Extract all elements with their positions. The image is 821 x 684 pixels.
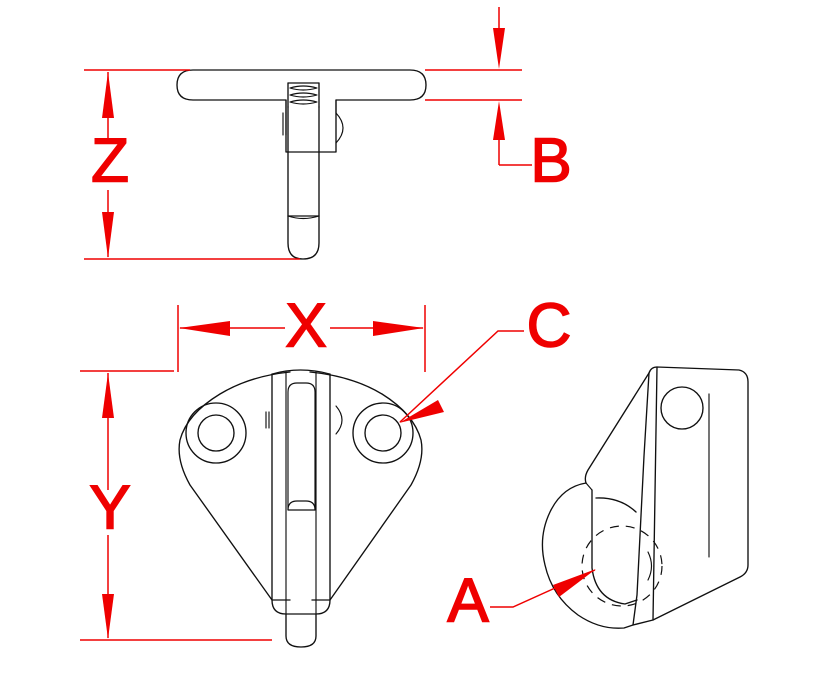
front-view-geometry (178, 369, 423, 648)
right-detail-boss (335, 405, 343, 435)
dimension-label-a: A (447, 566, 489, 635)
dimension-x: X (177, 291, 426, 372)
leader-c: C (399, 291, 572, 423)
roller-body-outline (271, 373, 331, 615)
x-arrowhead-left (179, 321, 230, 336)
right-eyelet-bore (364, 414, 402, 452)
c-arrowhead (399, 400, 444, 423)
top-view-geometry (176, 69, 427, 260)
a-arrowhead (553, 569, 596, 597)
left-detail-tab (265, 411, 270, 429)
leader-a: A (447, 566, 596, 636)
dimension-label-y: Y (89, 473, 130, 542)
iso-nose-inner-wall (591, 489, 638, 605)
iso-view-geometry (541, 366, 749, 629)
right-eyelet-outer-ring (352, 402, 414, 464)
x-arrowhead-right (373, 321, 424, 336)
right-boss-arc (335, 112, 344, 144)
dimension-label-c: C (527, 291, 572, 360)
b-arrowhead-lower (493, 101, 505, 140)
dimension-label-b: B (530, 126, 571, 195)
bracket-left-outline (178, 371, 291, 601)
roller-pocket-lower-cap (287, 500, 316, 511)
stud-shank (287, 106, 320, 217)
iso-web-top-edge (584, 372, 650, 484)
iso-hidden-bore (581, 525, 663, 607)
iso-boss-arc (647, 551, 653, 581)
z-arrowhead-bottom (102, 212, 114, 258)
dimension-b: B (425, 7, 572, 196)
iso-upright-plate (632, 366, 749, 626)
bracket-right-outline (309, 371, 423, 601)
iso-nose-inner-upper (595, 497, 637, 513)
z-arrowhead-top (102, 72, 114, 118)
iso-mounting-hole (660, 386, 704, 430)
iso-nose-outer (541, 482, 634, 629)
iso-plate-fold-line (652, 366, 658, 621)
roller-pocket-upper (287, 382, 316, 511)
c-leader-line (399, 330, 524, 423)
roller-bottom-tip (285, 613, 317, 648)
left-eyelet-outer-ring (185, 402, 247, 464)
stud-tip-parting-line (287, 215, 320, 220)
y-arrowhead-bottom (102, 594, 114, 639)
dimension-label-x: X (285, 291, 326, 360)
dimension-y: Y (80, 370, 272, 641)
b-arrowhead-upper (493, 28, 505, 69)
thread-collar-sides (287, 82, 320, 108)
dimension-label-z: Z (91, 126, 129, 195)
iso-nose-corner-blend (585, 482, 593, 491)
y-arrowhead-top (102, 373, 114, 418)
bracket-top-arc (271, 369, 331, 375)
stud-tip (287, 215, 320, 260)
thread-helix (289, 85, 318, 105)
tee-handle-outline (176, 69, 427, 153)
left-eyelet-bore (197, 414, 235, 452)
dimension-z: Z (84, 69, 300, 260)
